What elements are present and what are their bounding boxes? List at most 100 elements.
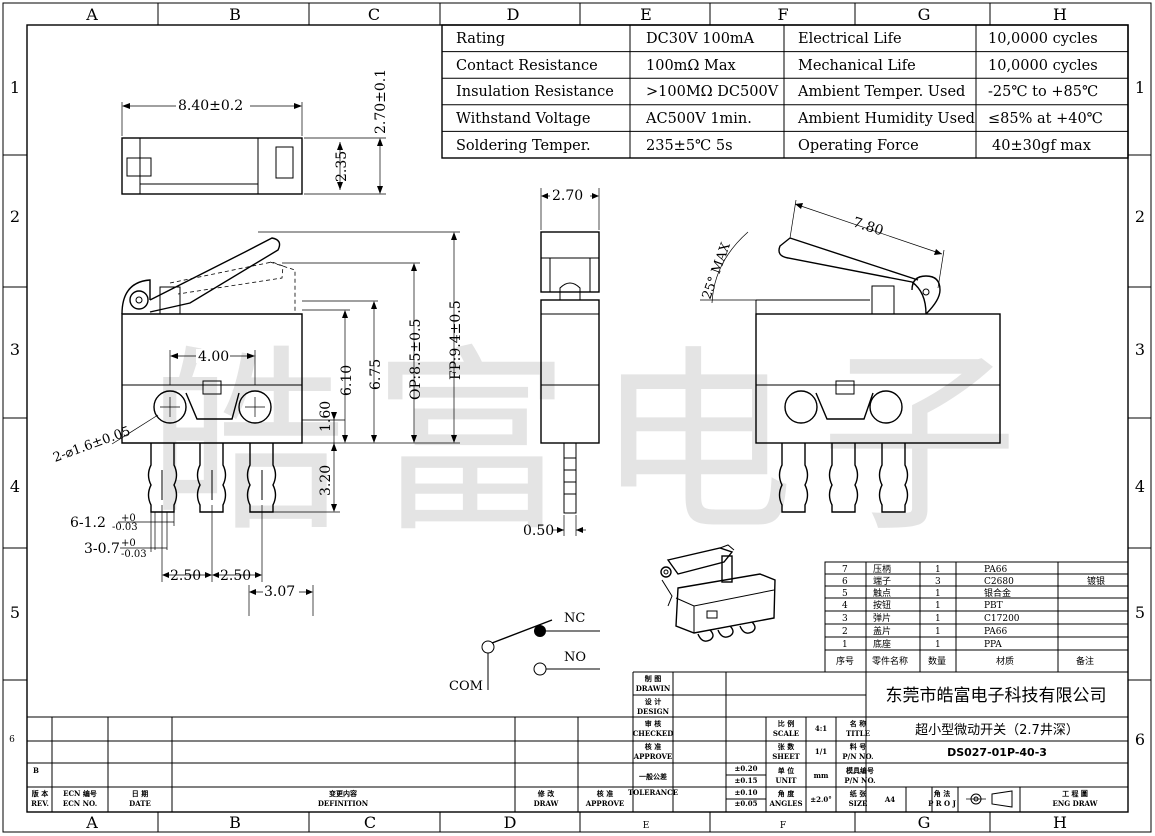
top-view: 8.40±0.2 2.70±0.1 2.35 (121, 69, 389, 195)
col-label: E (640, 5, 652, 24)
spec-cell: Ambient Humidity Used (797, 111, 975, 127)
tb-draw-en: DRAW (534, 799, 559, 808)
schematic-nc: NC (564, 611, 585, 626)
dim-top-inner: 2.35 (334, 151, 350, 182)
tb-sheet-val: 1/1 (815, 747, 827, 756)
tb-design-en: DESIGN (637, 707, 670, 716)
bom-cell: 底座 (873, 638, 891, 650)
dim-op: OP:8.5±0.5 (408, 319, 424, 400)
tb-design-cn: 设 计 (645, 697, 661, 706)
dim-fp: FP:9.4±0.5 (448, 300, 464, 380)
bom-cell: 压柄 (873, 563, 891, 575)
tb-gentol-cn: 一般公差 (639, 772, 667, 781)
tb-app-cn: 核 准 (597, 789, 613, 798)
col-label: G (918, 5, 931, 24)
dim-320: 3.20 (318, 465, 334, 496)
bom-cell: 1 (935, 627, 941, 637)
col-label: F (780, 821, 786, 831)
tb-name-cn: 名 称 (850, 719, 866, 728)
bom-cell: PBT (984, 601, 1003, 611)
col-label: G (918, 813, 931, 832)
bom-header: 数量 (928, 655, 946, 667)
spec-cell: AC500V 1min. (645, 111, 752, 127)
tb-def-en: DEFINITION (318, 799, 369, 808)
iso-sketch (660, 544, 776, 642)
bom-header: 零件名称 (872, 655, 908, 667)
dim-top-height: 2.70±0.1 (373, 69, 389, 134)
dim-side-width: 2.70 (552, 188, 583, 204)
bom-cell: 银合金 (984, 587, 1011, 599)
row-label: 2 (10, 207, 20, 226)
bom-cell: 1 (842, 640, 848, 650)
spec-table: Rating DC30V 100mA Electrical Life 10,00… (441, 24, 1129, 159)
tb-title: 超小型微动开关（2.7井深） (915, 723, 1079, 738)
bom-table: 7 压柄 1 PA66 6 端子 3 C2680 镀银 5 触点 1 银合金 4… (824, 561, 1129, 673)
spec-cell: Operating Force (798, 138, 919, 154)
spec-cell: Ambient Temper. Used (797, 84, 965, 100)
dim-pin-w1-tol-up: +0 (121, 513, 136, 524)
bom-cell: 4 (842, 601, 848, 611)
spec-cell: 100mΩ Max (646, 58, 736, 74)
spec-cell: Withstand Voltage (456, 111, 590, 127)
bom-cell: 3 (842, 614, 848, 624)
tb-company: 东莞市皓富电子科技有限公司 (886, 686, 1107, 706)
col-label: B (229, 813, 241, 832)
spec-cell: -25℃ to +85℃ (988, 84, 1098, 100)
dim-pitch1: 2.50 (170, 568, 201, 584)
bom-cell: 按钮 (873, 599, 891, 611)
row-label: 1 (10, 78, 20, 97)
tb-sheet-cn: 张 数 (778, 742, 795, 751)
tb-approve-cn: 核 准 (645, 742, 661, 751)
dim-675: 6.75 (368, 359, 384, 390)
schematic-com: COM (449, 679, 483, 694)
col-label: D (504, 813, 517, 832)
row-label: 4 (10, 477, 20, 496)
dim-pin-w1: 6-1.2 (70, 515, 106, 531)
row-label: 5 (10, 603, 20, 622)
spec-cell: Insulation Resistance (456, 84, 614, 100)
bom-cell: C17200 (984, 614, 1020, 624)
spec-cell: Mechanical Life (798, 58, 916, 74)
tb-tol3: ±0.10 (735, 788, 758, 797)
bom-cell: 7 (842, 565, 848, 575)
front-view: 4.00 2-⌀1.6±0.05 6.10 6.75 OP:8.5±0.5 FP… (51, 231, 464, 616)
row-label: 6 (9, 735, 15, 745)
schematic-no: NO (564, 650, 586, 665)
col-label: A (85, 813, 98, 832)
tb-angles-en: ANGLES (768, 799, 802, 808)
dim-pitch2: 2.50 (220, 568, 251, 584)
dim-top-width: 8.40±0.2 (178, 98, 243, 114)
col-label: C (368, 5, 380, 24)
row-label: 3 (1135, 340, 1145, 359)
tb-pn-cn: 料 号 (850, 742, 866, 751)
dim-pin-thk: 0.50 (523, 523, 554, 539)
right-view: 7.80 25° MAX (700, 199, 1001, 513)
tb-proj-en: P R O J (928, 799, 956, 808)
bom-cell: 1 (935, 589, 941, 599)
tb-rev-en: REV. (31, 799, 49, 808)
row-label: 5 (1135, 603, 1145, 622)
bom-header: 序号 (836, 655, 854, 667)
tb-unit-cn: 单 位 (778, 766, 794, 775)
tb-pn-en: P/N NO. (842, 752, 873, 761)
tb-drawn-cn: 制 图 (645, 674, 661, 683)
bom-header: 材质 (996, 655, 1014, 667)
tb-scale-cn: 比 例 (778, 719, 794, 728)
col-label: H (1053, 5, 1067, 24)
col-label: F (777, 5, 788, 24)
row-label: 3 (10, 340, 20, 359)
spec-cell: Contact Resistance (456, 58, 598, 74)
tb-proj-cn: 角 法 (934, 789, 950, 798)
bom-cell: PA66 (984, 627, 1007, 637)
bom-cell: 端子 (873, 575, 891, 587)
tb-mold-cn: 模具编号 (846, 766, 874, 775)
dim-lever-len: 7.80 (851, 215, 886, 240)
spec-cell: Soldering Temper. (456, 138, 591, 154)
col-label: D (507, 5, 520, 24)
bom-cell: 触点 (873, 587, 891, 599)
col-label: E (643, 821, 650, 831)
tb-unit-val: mm (814, 771, 829, 780)
tb-app-en: APPROVE (585, 799, 625, 808)
tb-tol1: ±0.20 (735, 764, 758, 773)
dim-hole-pitch: 4.00 (198, 349, 229, 365)
